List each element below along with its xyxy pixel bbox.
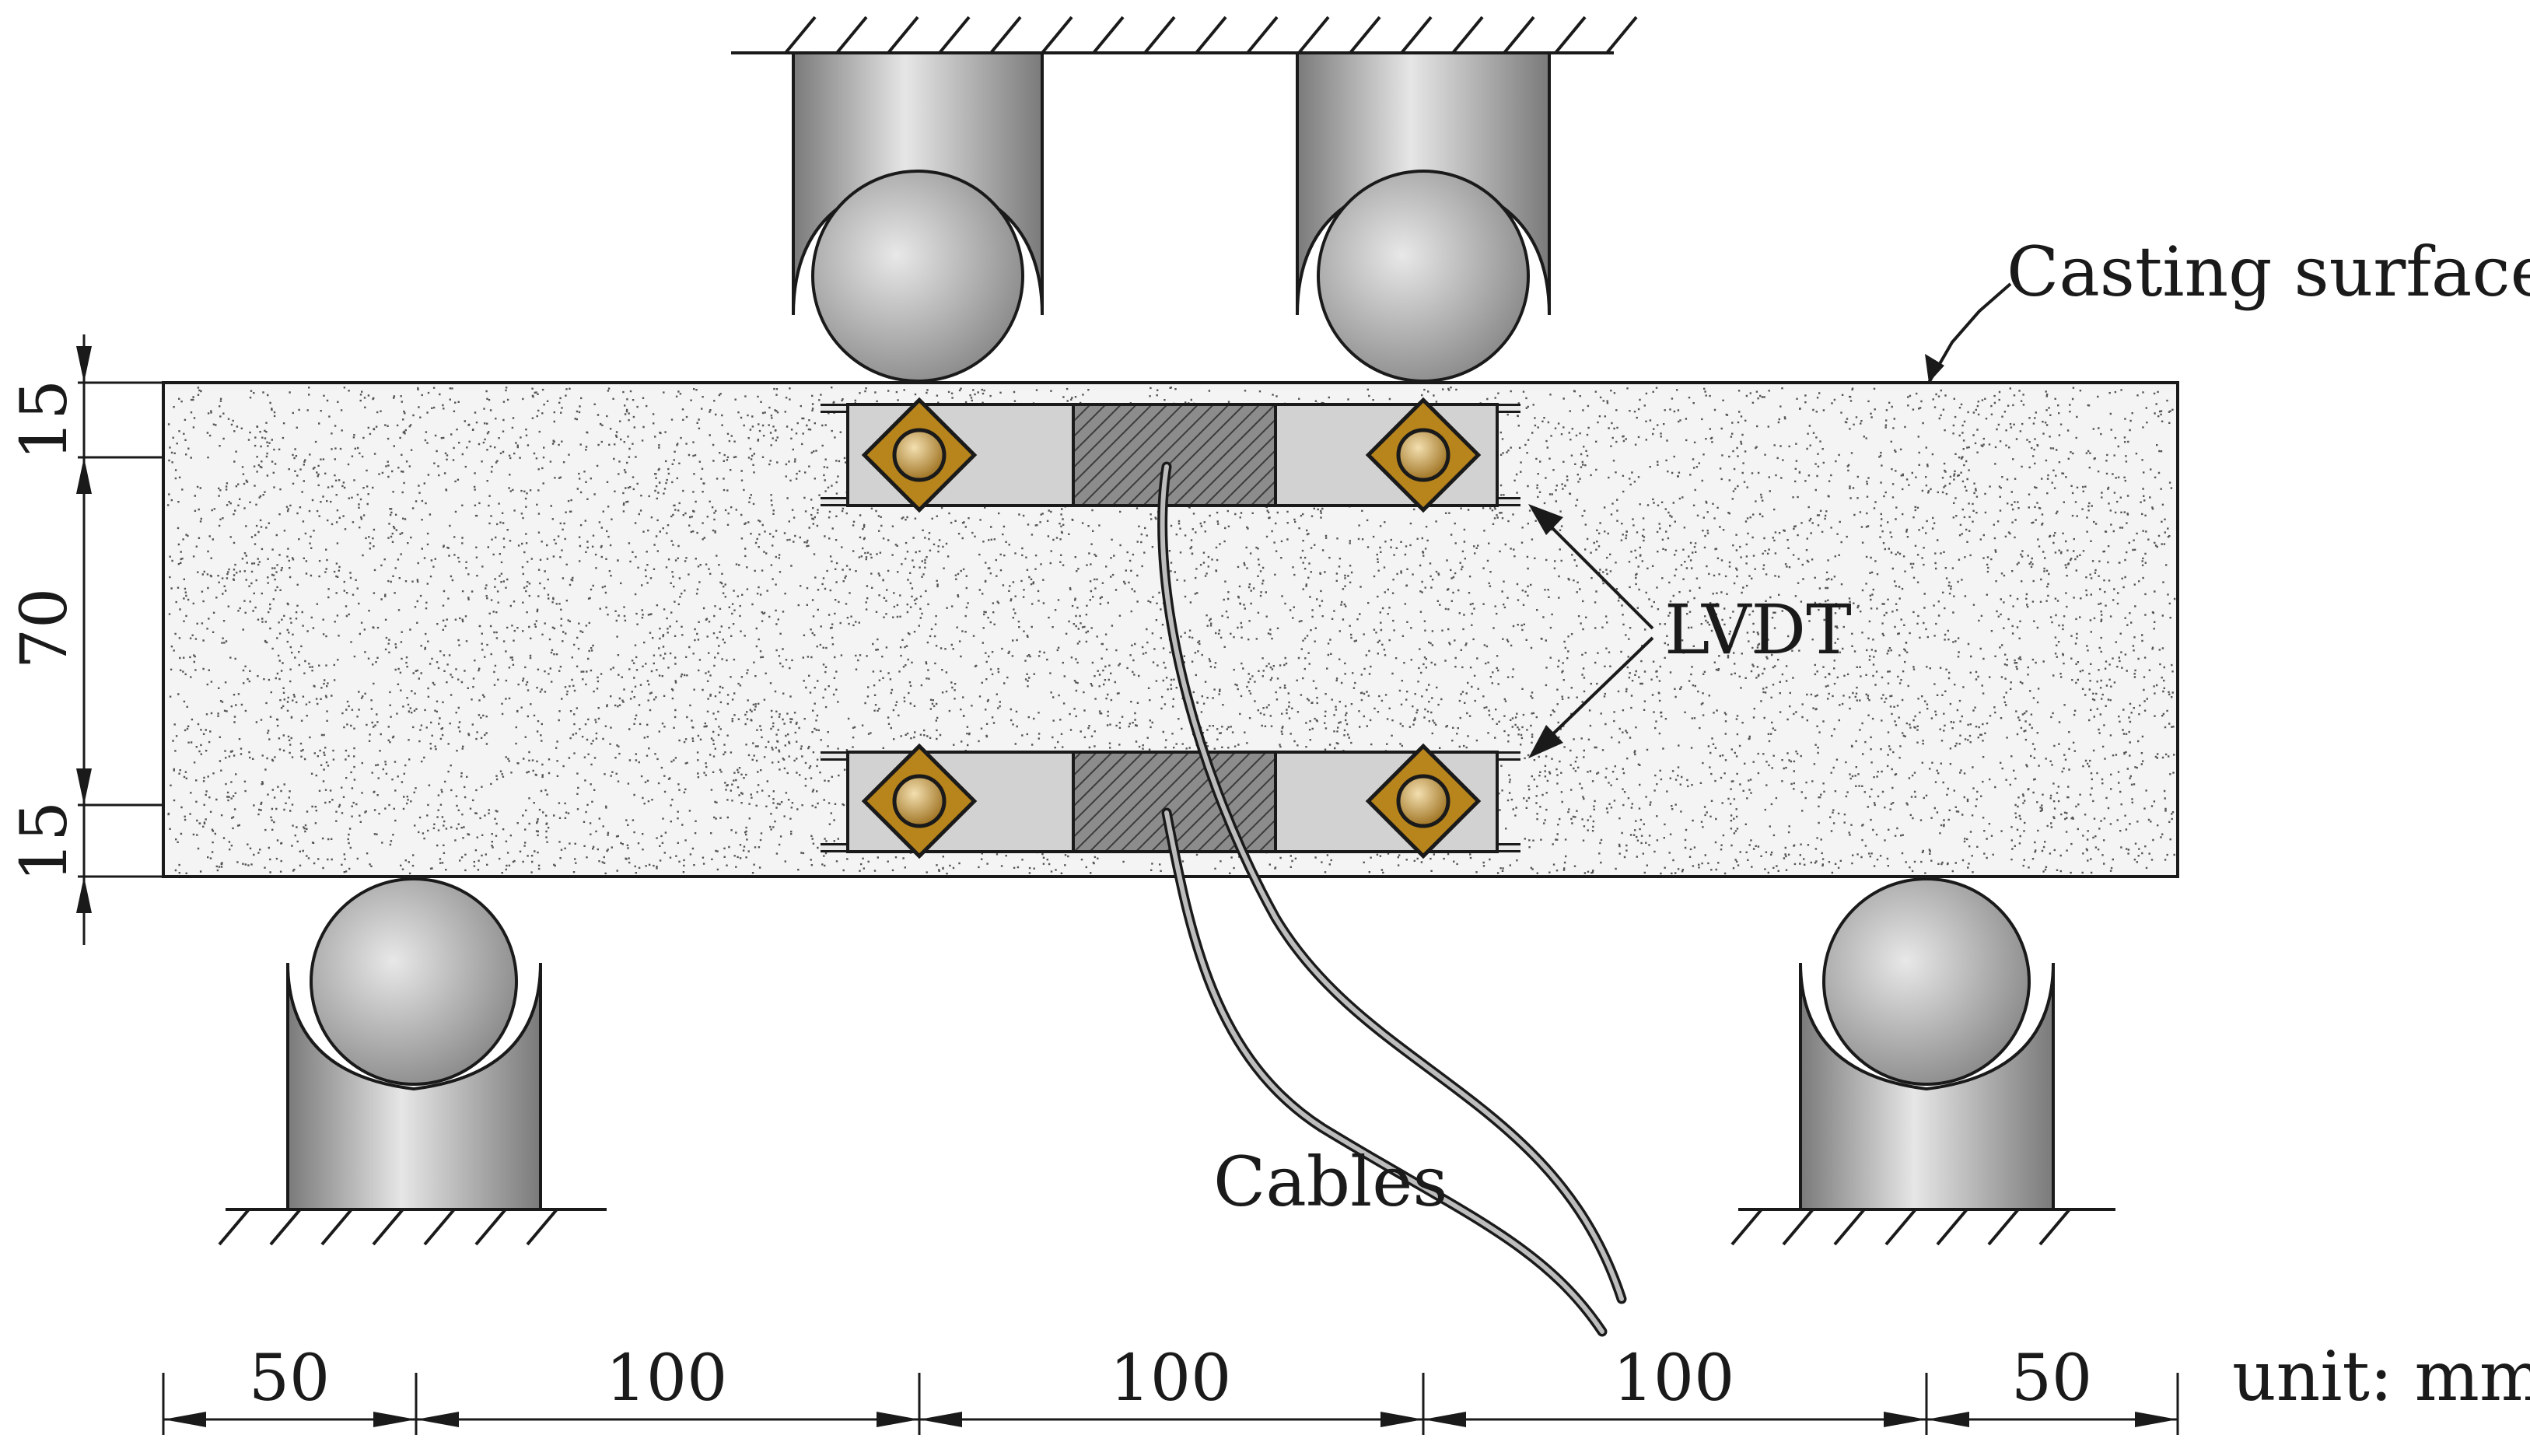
- lvdt-top: [821, 397, 1520, 513]
- hatch-mark: [526, 1208, 558, 1246]
- casting-surface-label: Casting surface: [2007, 232, 2530, 312]
- dim-arrow: [877, 1412, 919, 1427]
- hatch-mark: [320, 1208, 353, 1246]
- hatch-mark: [1987, 1208, 2020, 1246]
- dim-arrow: [1884, 1412, 1926, 1427]
- dim-arrow: [416, 1412, 459, 1427]
- hatch-mark: [218, 1208, 250, 1246]
- hatch-mark: [1936, 1208, 1968, 1246]
- hatch-mark: [1503, 16, 1535, 54]
- hatch-mark: [1041, 16, 1073, 54]
- hatch-mark: [835, 16, 868, 54]
- hatch-mark: [1143, 16, 1176, 54]
- hatch-mark: [784, 16, 817, 54]
- dim-arrow: [76, 768, 92, 805]
- bottom-support-right: [1738, 877, 2115, 1211]
- dim-h-4: 100: [1613, 1342, 1735, 1416]
- dim-v-3: 15: [8, 801, 82, 882]
- hatch-mark: [474, 1208, 507, 1246]
- top-roller-right: [1296, 51, 1551, 383]
- dim-arrow: [1423, 1412, 1466, 1427]
- dim-arrow: [76, 346, 92, 383]
- hatch-mark: [887, 16, 919, 54]
- lvdt-top-center-block: [1072, 403, 1277, 507]
- dim-arrow: [373, 1412, 416, 1427]
- hatch-mark: [269, 1208, 302, 1246]
- top-fixed-support-hatch: [784, 16, 1638, 54]
- dim-h-5: 50: [2011, 1342, 2092, 1416]
- hatch-mark: [1092, 16, 1125, 54]
- hatch-mark: [372, 1208, 404, 1246]
- dim-h-1: 50: [249, 1342, 330, 1416]
- hatch-mark: [1554, 16, 1587, 54]
- hatch-mark: [1246, 16, 1279, 54]
- dim-arrow: [76, 457, 92, 494]
- lvdt-top-clamp-right: [1365, 397, 1482, 513]
- hatch-mark: [989, 16, 1022, 54]
- lvdt-leaders: [1528, 504, 1654, 758]
- lvdt-label: LVDT: [1664, 590, 1852, 670]
- dim-arrow: [1380, 1412, 1423, 1427]
- dim-arrow: [919, 1412, 962, 1427]
- hatch-mark: [1400, 16, 1433, 54]
- dim-arrow: [163, 1412, 206, 1427]
- dim-h-2: 100: [606, 1342, 728, 1416]
- hatch-mark: [1730, 1208, 1763, 1246]
- hatch-mark: [1451, 16, 1484, 54]
- hatch-mark: [1297, 16, 1330, 54]
- hatch-mark: [423, 1208, 456, 1246]
- hatch-mark: [1884, 1208, 1917, 1246]
- lvdt-top-clamp-left: [861, 397, 978, 513]
- dim-arrow: [2135, 1412, 2178, 1427]
- lvdt-bottom: [821, 743, 1520, 859]
- dim-v-2: 70: [8, 588, 82, 669]
- unit-label: unit: mm: [2232, 1336, 2530, 1416]
- casting-surface-leader: [1925, 282, 2012, 383]
- hatch-mark: [938, 16, 971, 54]
- cables-label: Cables: [1213, 1142, 1448, 1222]
- lvdt-bottom-clamp-left: [861, 743, 978, 859]
- dim-v-1: 15: [8, 380, 82, 460]
- hatch-mark: [1782, 1208, 1814, 1246]
- hatch-mark: [1349, 16, 1381, 54]
- horizontal-dimensions: 50 100 100 100 50: [162, 1342, 2179, 1435]
- bottom-fixed-support-hatch: [218, 1208, 2071, 1246]
- lvdt-bottom-clamp-right: [1365, 743, 1482, 859]
- hatch-mark: [2038, 1208, 2071, 1246]
- dim-arrow: [76, 877, 92, 913]
- bottom-support-left: [226, 877, 607, 1211]
- hatch-mark: [1833, 1208, 1866, 1246]
- dim-h-3: 100: [1110, 1342, 1232, 1416]
- cables: [1157, 461, 1627, 1337]
- vertical-dimensions: 15 70 15: [8, 334, 163, 945]
- hatch-mark: [1605, 16, 1638, 54]
- dim-arrow: [1926, 1412, 1969, 1427]
- hatch-mark: [1195, 16, 1227, 54]
